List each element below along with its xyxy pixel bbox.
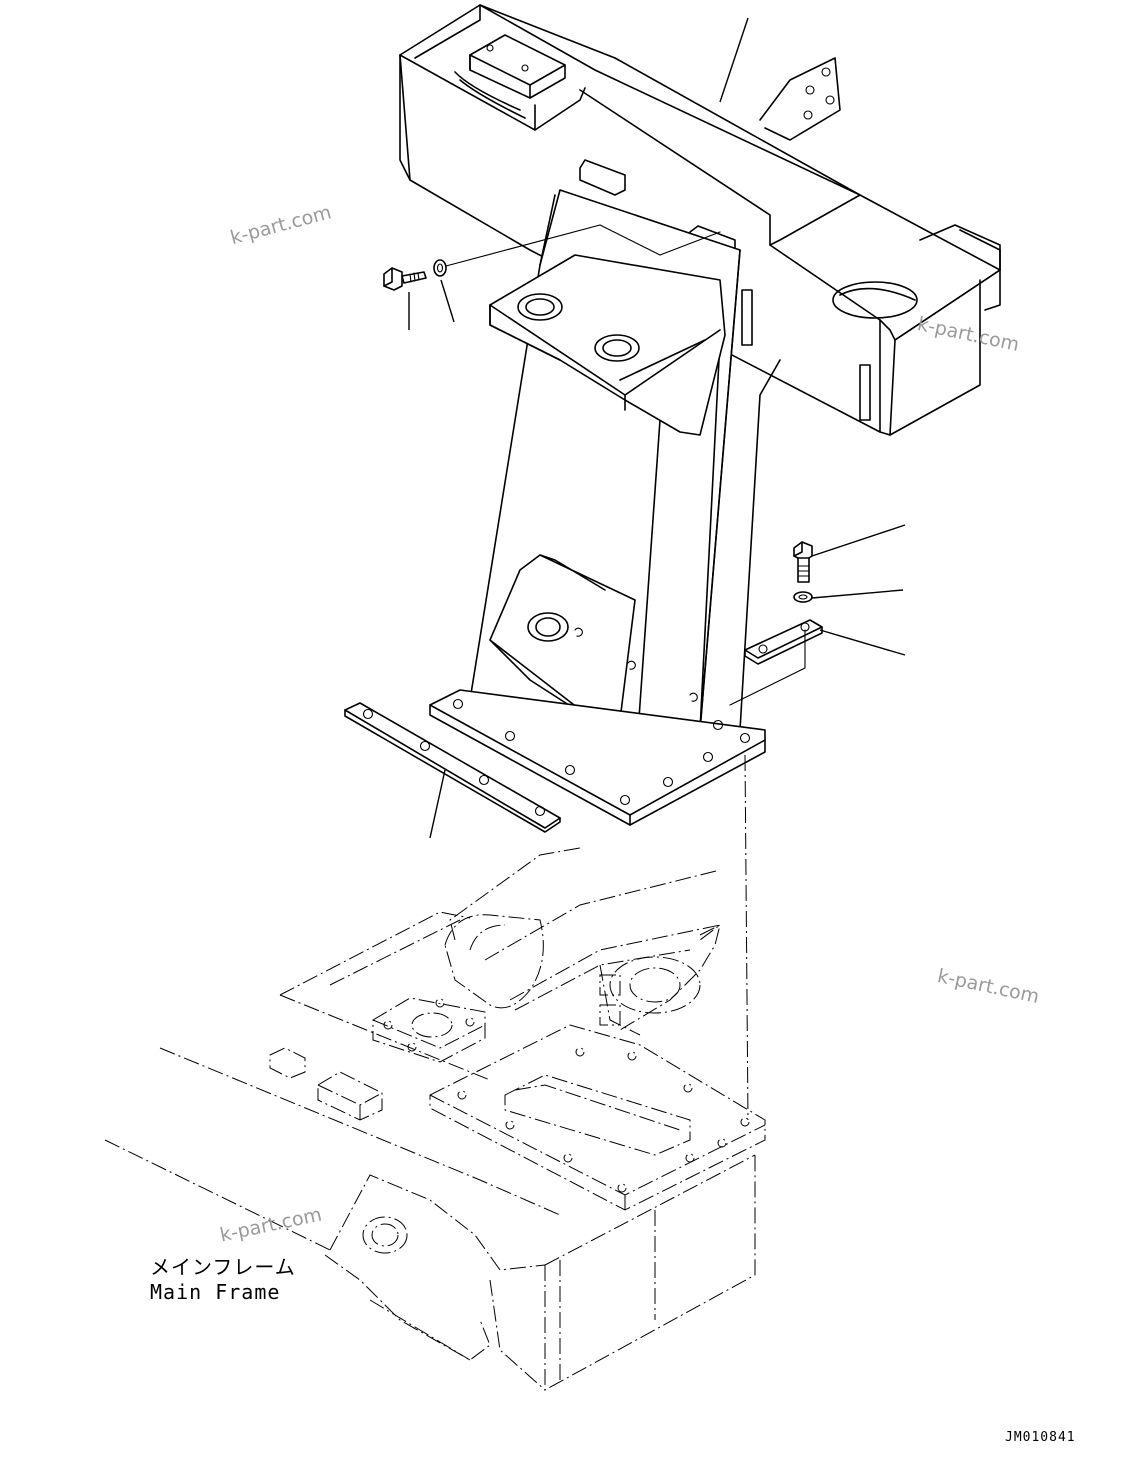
main-frame-label-en: Main Frame [150, 1280, 281, 1304]
washer-right [793, 591, 813, 603]
column-post [469, 189, 781, 791]
leader-lines [408, 17, 906, 839]
main-frame-phantom [104, 754, 766, 1391]
long-shim-plate [344, 702, 561, 833]
bolt-right [793, 541, 813, 583]
main-frame-label-jp: メインフレーム [150, 1255, 296, 1279]
bolt-upper [383, 267, 427, 291]
washer-upper [433, 259, 447, 277]
drawing-code: JM010841 [1005, 1430, 1076, 1445]
short-shim-plate [744, 619, 823, 665]
column-base-plate [429, 689, 766, 826]
